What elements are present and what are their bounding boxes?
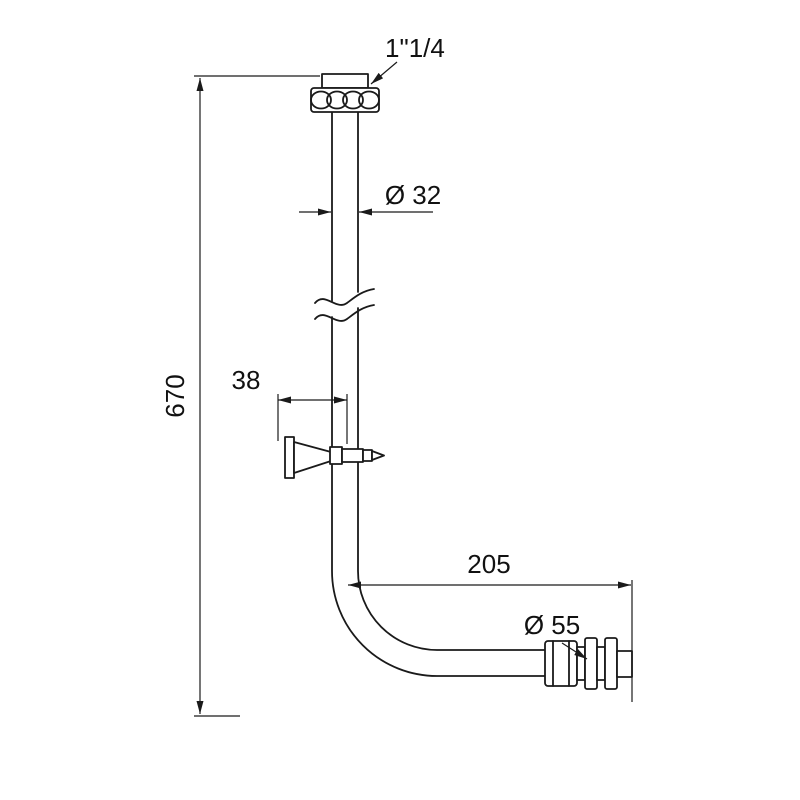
bracket-cone xyxy=(293,441,332,474)
spreader-end-cylinder xyxy=(616,650,633,678)
knurl-ellipse xyxy=(358,90,380,110)
dim-670-label: 670 xyxy=(160,374,190,417)
dim-dia32-label: Ø 32 xyxy=(385,180,441,210)
pipe-edge-inner-lower xyxy=(357,307,546,651)
dimensions: 670 1"1/4 Ø 32 38 205 Ø 55 xyxy=(160,33,633,717)
spreader-ring-small xyxy=(576,646,586,681)
dim-38-label: 38 xyxy=(232,365,261,395)
outlet-spreader xyxy=(544,637,633,690)
dim-dia55-label: Ø 55 xyxy=(524,610,580,640)
spreader-flange-large xyxy=(604,637,618,690)
knurl-ellipse xyxy=(342,90,364,110)
spreader-ring-small xyxy=(596,646,606,681)
clamp-screw-tip xyxy=(371,450,385,461)
wall-bracket xyxy=(284,436,385,479)
pipe-edge-outer-lower xyxy=(331,316,546,677)
bracket-flange xyxy=(284,436,295,479)
knurl-ellipse xyxy=(310,90,332,110)
spreader-flange-large xyxy=(584,637,598,690)
clamp-sleeve xyxy=(341,448,364,463)
inlet-coupling xyxy=(310,73,380,113)
break-line-lower xyxy=(314,304,375,322)
dim-dia55-leader xyxy=(561,642,588,660)
outlet-nut xyxy=(544,640,578,687)
break-line-upper xyxy=(314,288,375,306)
pipe-break-symbol xyxy=(314,288,375,322)
inlet-thread-leader xyxy=(370,61,398,85)
clamp-collar xyxy=(362,449,373,462)
knurl-ellipse xyxy=(326,90,348,110)
inlet-top-nut xyxy=(321,73,369,89)
dim-205-label: 205 xyxy=(467,549,510,579)
clamp-body xyxy=(329,446,343,465)
inlet-thread-label: 1"1/4 xyxy=(385,33,445,63)
